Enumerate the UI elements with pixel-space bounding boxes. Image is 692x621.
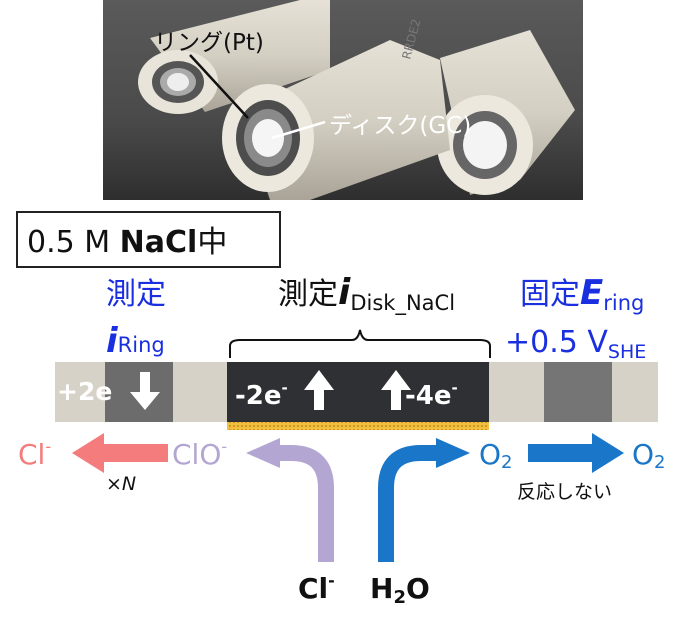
disk-label: ディスク(GC) <box>329 113 471 139</box>
disk-current-label: 測定iDisk_NaCl <box>229 272 491 358</box>
oxygen-right: O2 <box>632 438 666 473</box>
ring-right-segment <box>544 362 612 422</box>
condition-box: 0.5 M NaCl中 <box>16 211 281 268</box>
up-arrow-icon <box>304 370 334 410</box>
disk-reaction-right: -4e- <box>405 379 458 411</box>
electrode-right <box>437 30 575 195</box>
no-reaction-label: 反応しない <box>517 481 612 503</box>
condition-text: 0.5 M NaCl中 <box>27 225 227 260</box>
multiplier-n: ×N <box>106 473 136 495</box>
electrode-front: RRDE2 <box>222 17 450 200</box>
electrode-photo: RRDE2 リング(Pt) ディスク(GC) <box>103 0 583 200</box>
no-reaction-arrow <box>528 433 624 473</box>
disk-segment <box>227 362 489 422</box>
electrode-cross-section: +2e -2e- -4e- <box>55 362 658 430</box>
water-bottom: H2O <box>370 572 430 608</box>
ring-current-label: 測定 iRing <box>106 277 166 361</box>
disk-surface-layer <box>227 422 489 430</box>
down-arrow-icon <box>130 372 160 410</box>
up-arrow-icon <box>381 370 411 410</box>
chloride-left: Cl- <box>18 437 51 471</box>
ring-current-symbol: iRing <box>106 321 165 361</box>
ring-potential-value: +0.5 VSHE <box>505 325 646 363</box>
hypochlorite: ClO- <box>172 437 227 471</box>
disk-brace <box>229 329 491 358</box>
oxidation-arrow-cl <box>276 445 334 562</box>
oxidation-arrow-water-head <box>436 438 470 468</box>
electrode-back <box>138 0 330 114</box>
ring-leader-line <box>189 54 249 119</box>
oxygen-left: O2 <box>479 438 513 473</box>
species-row: Cl- ×N ClO- O2 O2 反応しない Cl- H2O <box>18 433 666 608</box>
ring-label: リング(Pt) <box>154 30 264 56</box>
disk-reaction-left: -2e- <box>235 379 288 411</box>
disk-leader-line <box>271 120 326 140</box>
ring-reaction-label: +2e <box>57 377 112 406</box>
ring-potential-label: 固定Ering +0.5 VSHE <box>505 273 646 363</box>
ring-fixed-potential: 固定Ering <box>520 273 644 315</box>
disk-current-symbol: 測定iDisk_NaCl <box>278 272 455 316</box>
oxidation-arrow-cl-head <box>246 438 280 468</box>
ring-measure-label: 測定 <box>106 277 166 312</box>
oxidation-arrow-water <box>378 445 440 562</box>
reduction-arrow <box>72 433 168 473</box>
chloride-bottom: Cl- <box>298 571 335 605</box>
